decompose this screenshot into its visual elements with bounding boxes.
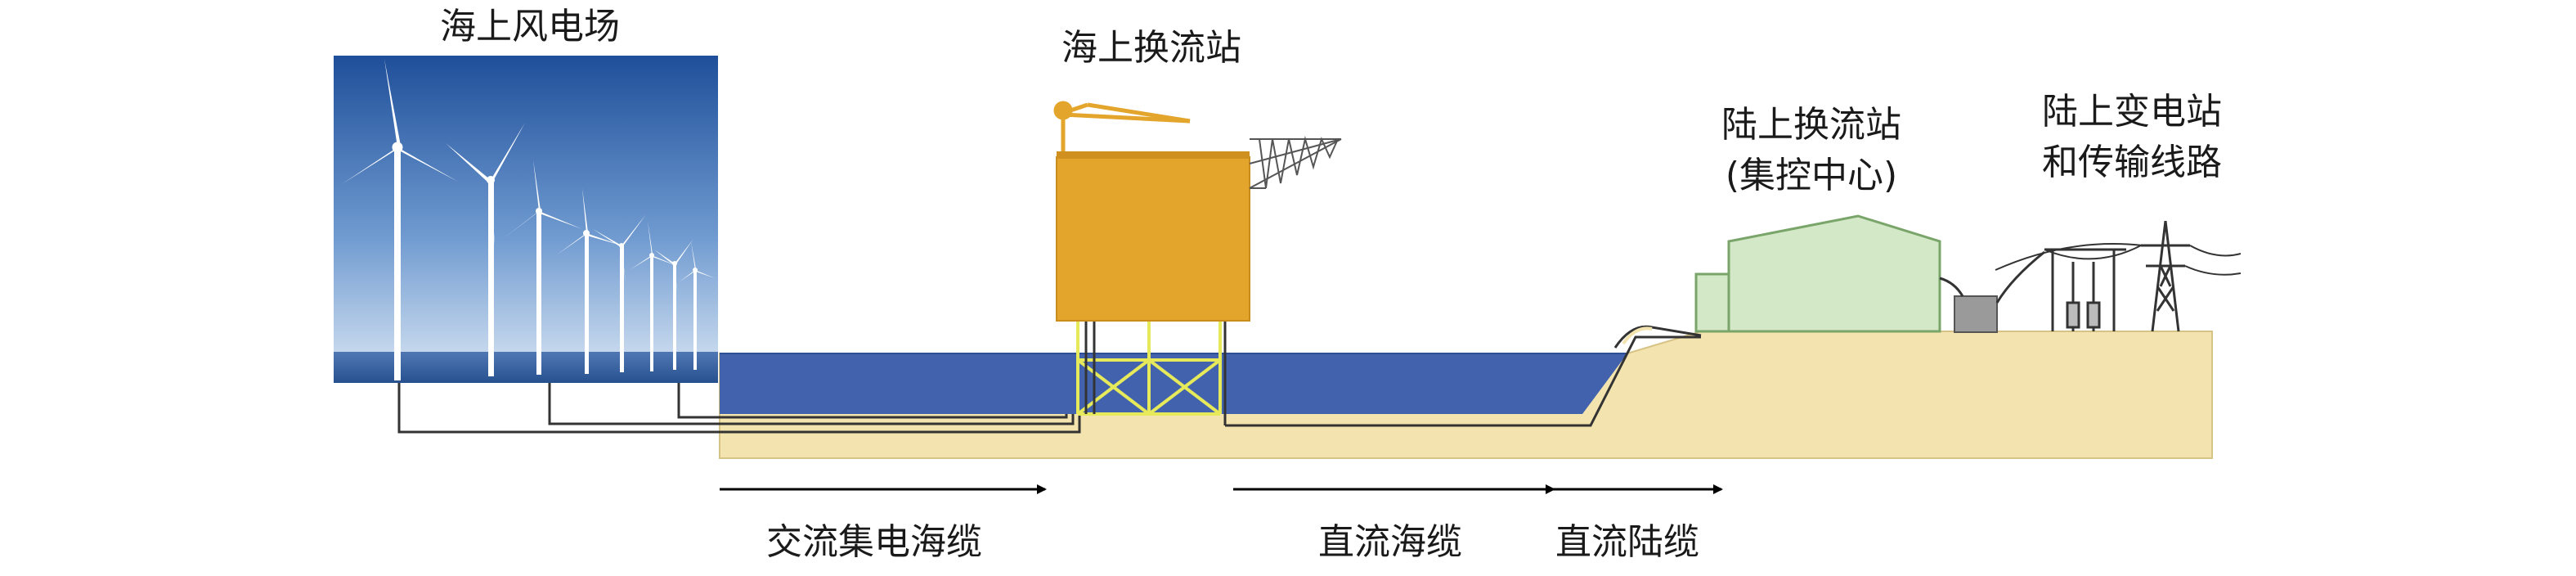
platform-topside [1056,156,1250,322]
wind-turbine-icon [503,160,582,375]
transformer-box [1954,295,1998,333]
label-dc-submarine-cable: 直流海缆 [1318,521,1462,563]
transmission-tower-icon [2141,220,2190,332]
label-ac-collection-cable: 交流集电海缆 [766,521,982,563]
wind-farm-photo [334,56,718,383]
offshore-converter-platform [1053,101,1342,425]
label-offshore-converter: 海上换流站 [1061,27,1241,69]
wind-turbine-icon [556,188,622,374]
label-onshore-substation-line1: 陆上变电站 [2042,91,2222,133]
substation-equipment [2044,248,2126,331]
onshore-converter-station [1694,214,1941,333]
label-onshore-substation-line2: 和传输线路 [2042,142,2222,183]
crane-icon [1053,101,1191,151]
wind-turbine-icon [654,239,693,370]
wind-turbine-icon [446,123,525,376]
label-offshore-wind-farm: 海上风电场 [440,6,620,47]
helideck-truss [1249,136,1342,189]
platform-jacket [1076,319,1222,416]
label-dc-land-cable: 直流陆缆 [1555,521,1699,563]
wind-turbine-icon [342,59,458,380]
wind-turbine-icon [679,241,715,370]
wind-turbine-icon [593,214,646,372]
label-onshore-converter-line2: (集控中心) [1725,155,1898,196]
wind-turbine-icon [630,221,677,371]
sea [720,353,1627,414]
overhead-lines [1995,243,2242,276]
dc-submarine-cable [1225,335,1701,427]
label-onshore-converter-line1: 陆上换流站 [1721,104,1901,146]
ac-collection-cables [397,383,1081,434]
